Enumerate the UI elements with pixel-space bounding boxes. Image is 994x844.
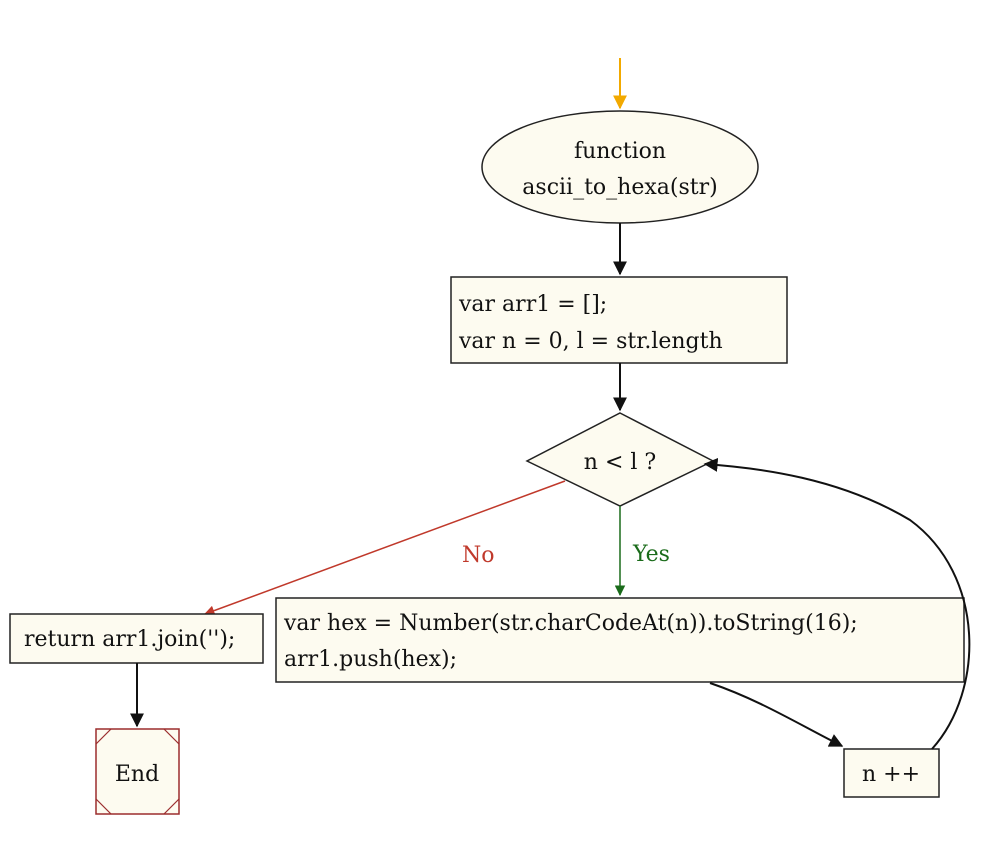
start-label-line1: function (574, 139, 666, 164)
end-corner-tr (163, 728, 180, 745)
edge-body-to-increment (709, 682, 844, 747)
return-box (9, 613, 264, 664)
edge-no (204, 480, 566, 616)
end-corner-br (163, 798, 180, 815)
end-corner-bl (95, 798, 112, 815)
return-node: return arr1.join(''); (9, 613, 264, 664)
increment-box (843, 748, 940, 798)
condition-label: n < l ? (584, 450, 656, 475)
start-node: function ascii_to_hexa(str) (481, 110, 759, 224)
start-label-line2: ascii_to_hexa(str) (522, 175, 717, 200)
loop-body-node: var hex = Number(str.charCodeAt(n)).toSt… (275, 597, 965, 683)
loop-body-box (275, 597, 965, 683)
start-ellipse (481, 110, 759, 224)
init-box (450, 276, 788, 364)
loop-body-line1: var hex = Number(str.charCodeAt(n)).toSt… (283, 611, 858, 636)
edge-yes-label: Yes (632, 542, 670, 567)
end-node: End (95, 728, 180, 815)
condition-node: n < l ? (525, 412, 715, 507)
return-label: return arr1.join(''); (24, 627, 235, 652)
edge-no-label: No (462, 543, 495, 568)
edge-increment-to-condition (703, 457, 971, 750)
init-node: var arr1 = []; var n = 0, l = str.length (450, 276, 788, 364)
init-label-line2: var n = 0, l = str.length (458, 329, 723, 354)
increment-label: n ++ (862, 762, 920, 787)
end-label: End (115, 762, 159, 787)
end-corner-tl (95, 728, 112, 745)
init-label-line1: var arr1 = []; (458, 292, 607, 317)
end-box (95, 728, 180, 815)
loop-body-line2: arr1.push(hex); (284, 647, 457, 672)
increment-node: n ++ (843, 748, 940, 798)
